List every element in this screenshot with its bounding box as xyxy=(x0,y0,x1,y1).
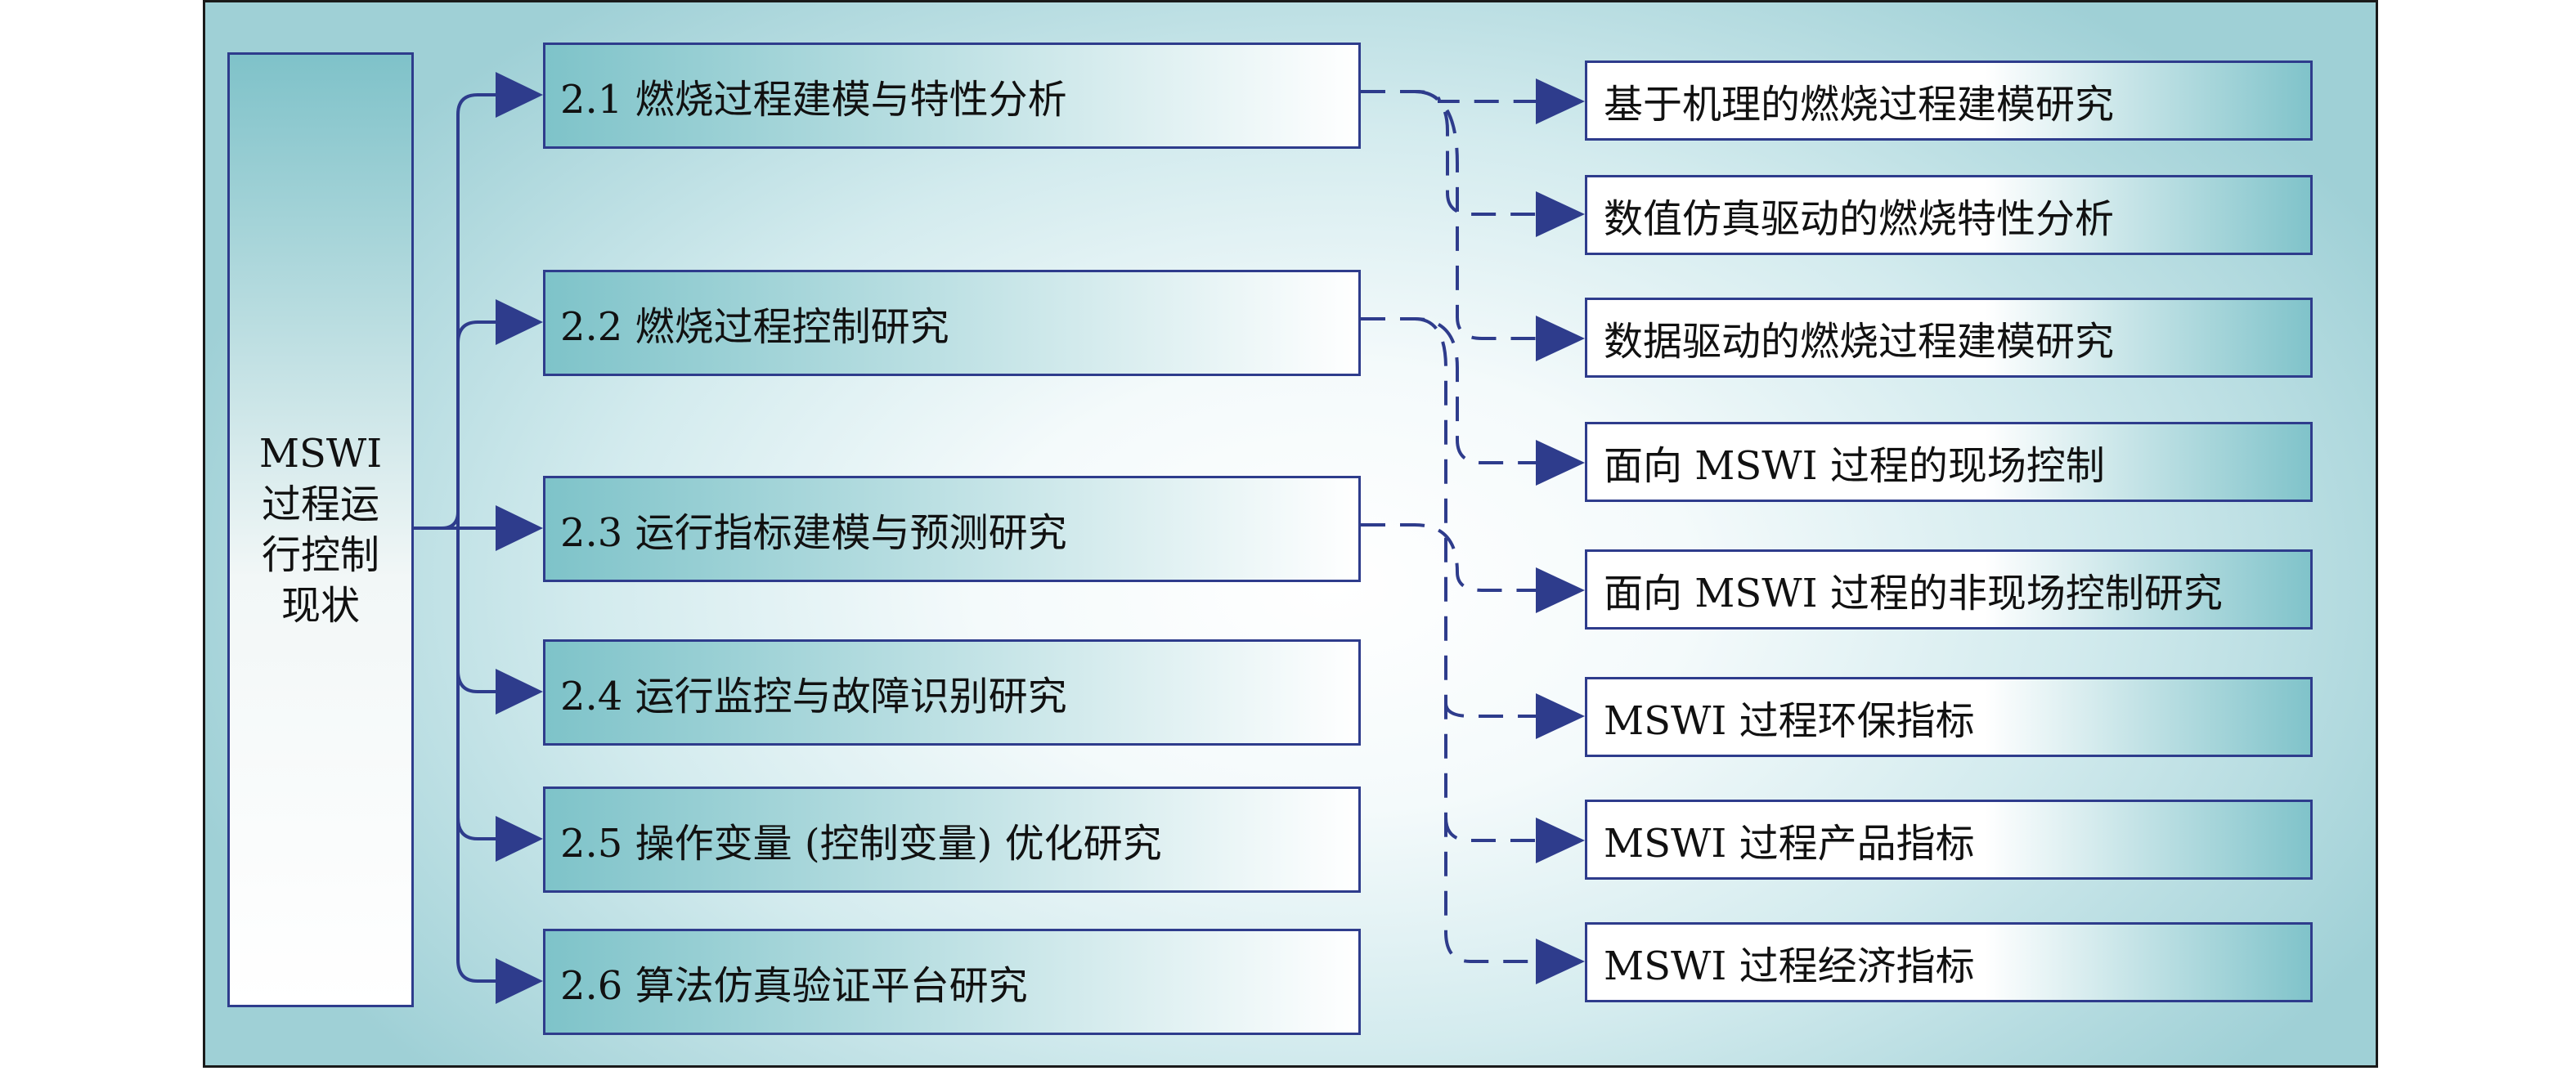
dash-2-1-to-leaf-1 xyxy=(1361,90,1537,103)
dash-2-2-trunk xyxy=(1414,317,1537,963)
leaf-label: 面向 MSWI 过程的现场控制 xyxy=(1604,443,2105,489)
section-label: 2.1 燃烧过程建模与特性分析 xyxy=(560,77,1067,123)
leaf-label: 基于机理的燃烧过程建模研究 xyxy=(1604,82,2115,128)
arrowhead-leaf-2 xyxy=(1536,191,1585,237)
section-label: 2.5 操作变量 (控制变量) 优化研究 xyxy=(560,821,1162,867)
connector-root-to-2-5 xyxy=(456,670,500,840)
root-label: MSWI 过程运行控制现状 xyxy=(258,431,383,629)
leaf-node-4: 面向 MSWI 过程的现场控制 xyxy=(1585,422,2313,502)
dash-2-2-to-leaf-4 xyxy=(1361,317,1537,464)
arrowhead-leaf-8 xyxy=(1536,939,1585,984)
connector-root-to-2-4 xyxy=(456,512,500,693)
arrowhead-2-2 xyxy=(496,299,543,345)
section-node-2-3: 2.3 运行指标建模与预测研究 xyxy=(543,476,1361,582)
arrowhead-leaf-5 xyxy=(1536,567,1585,613)
arrowhead-2-6 xyxy=(496,958,543,1004)
section-node-2-2: 2.2 燃烧过程控制研究 xyxy=(543,270,1361,376)
leaf-node-8: MSWI 过程经济指标 xyxy=(1585,922,2313,1002)
arrowhead-leaf-6 xyxy=(1536,693,1585,739)
root-node: MSWI 过程运行控制现状 xyxy=(227,52,414,1007)
section-node-2-4: 2.4 运行监控与故障识别研究 xyxy=(543,639,1361,746)
section-label: 2.2 燃烧过程控制研究 xyxy=(560,304,949,350)
dashed-arrowheads xyxy=(1536,78,1585,984)
connector-root-to-2-2 xyxy=(456,320,500,344)
section-label: 2.3 运行指标建模与预测研究 xyxy=(560,510,1067,556)
arrowhead-leaf-7 xyxy=(1536,818,1585,863)
leaf-label: MSWI 过程经济指标 xyxy=(1604,943,1975,989)
leaf-node-5: 面向 MSWI 过程的非现场控制研究 xyxy=(1585,549,2313,630)
section-label: 2.4 运行监控与故障识别研究 xyxy=(560,674,1067,719)
dash-2-3-to-leaf-5 xyxy=(1361,523,1537,592)
dashed-connectors xyxy=(1361,90,1537,963)
section-node-2-5: 2.5 操作变量 (控制变量) 优化研究 xyxy=(543,786,1361,893)
section-node-2-1: 2.1 燃烧过程建模与特性分析 xyxy=(543,43,1361,149)
solid-arrowheads xyxy=(496,72,543,1004)
leaf-node-7: MSWI 过程产品指标 xyxy=(1585,800,2313,880)
arrowhead-leaf-3 xyxy=(1536,316,1585,361)
dash-2-3-to-leaf-7 xyxy=(1444,817,1537,842)
leaf-node-6: MSWI 过程环保指标 xyxy=(1585,677,2313,757)
leaf-node-3: 数据驱动的燃烧过程建模研究 xyxy=(1585,298,2313,378)
arrowhead-leaf-4 xyxy=(1536,440,1585,486)
section-node-2-6: 2.6 算法仿真验证平台研究 xyxy=(543,929,1361,1035)
connector-root-to-2-6 xyxy=(456,818,500,983)
leaf-label: 面向 MSWI 过程的非现场控制研究 xyxy=(1604,571,2223,616)
arrowhead-leaf-1 xyxy=(1536,78,1585,124)
connector-root-to-2-1 xyxy=(414,93,500,530)
leaf-label: MSWI 过程产品指标 xyxy=(1604,821,1975,867)
dash-2-1-to-leaf-3 xyxy=(1414,90,1537,340)
arrowhead-2-3 xyxy=(496,505,543,551)
solid-connectors xyxy=(414,93,500,983)
dash-2-1-to-leaf-2 xyxy=(1414,90,1537,216)
arrowhead-2-4 xyxy=(496,669,543,715)
section-label: 2.6 算法仿真验证平台研究 xyxy=(560,963,1028,1009)
leaf-node-2: 数值仿真驱动的燃烧特性分析 xyxy=(1585,175,2313,255)
dash-2-3-to-leaf-6 xyxy=(1444,702,1537,718)
leaf-node-1: 基于机理的燃烧过程建模研究 xyxy=(1585,60,2313,141)
leaf-label: MSWI 过程环保指标 xyxy=(1604,698,1975,744)
arrowhead-2-5 xyxy=(496,816,543,862)
leaf-label: 数值仿真驱动的燃烧特性分析 xyxy=(1604,196,2115,242)
leaf-label: 数据驱动的燃烧过程建模研究 xyxy=(1604,319,2115,365)
arrowhead-2-1 xyxy=(496,72,543,118)
